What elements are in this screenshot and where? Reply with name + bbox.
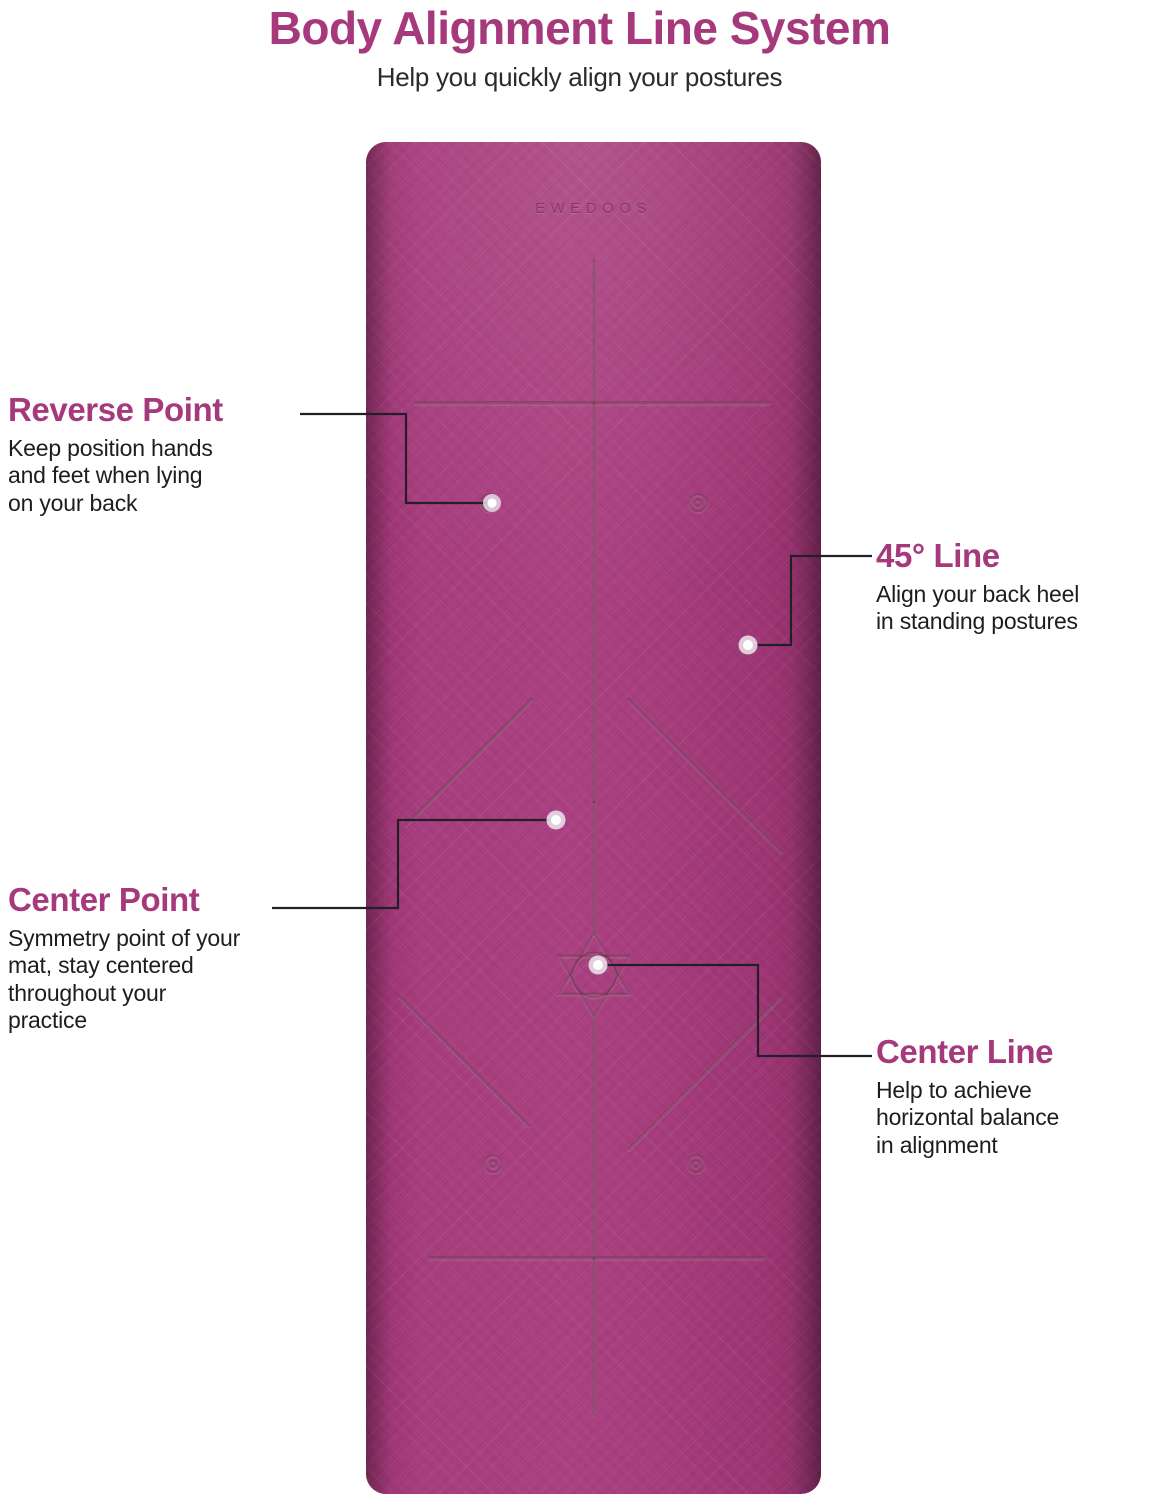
diagonal-lower-right	[627, 995, 783, 1151]
callout-45-line: 45° Line Align your back heel in standin…	[876, 537, 1080, 636]
diagonal-lower-left	[398, 995, 531, 1128]
brand-logo-text: EWEDOOS	[535, 200, 652, 217]
yoga-mat: EWEDOOS	[366, 142, 821, 1494]
mat-surface: EWEDOOS	[366, 142, 821, 1494]
reverse-point-circle-right	[688, 493, 708, 513]
diagonal-upper-left	[404, 698, 533, 827]
reverse-point-circle-left	[480, 493, 500, 513]
bottom-point-circles	[483, 1154, 706, 1174]
callout-center-point: Center Point Symmetry point of your mat,…	[8, 881, 241, 1034]
page-subtitle: Help you quickly align your postures	[376, 62, 783, 92]
callout-title-45-line: 45° Line	[876, 537, 1000, 574]
center-point-hexagram	[556, 930, 632, 1020]
callout-center-line: Center Line Help to achieve horizontal b…	[876, 1033, 1060, 1159]
bottom-circle-right	[686, 1154, 706, 1174]
callout-description-45-line: Align your back heel in standing posture…	[876, 581, 1080, 635]
callout-description-center-line: Help to achieve horizontal balance in al…	[876, 1077, 1060, 1158]
callout-reverse-point: Reverse Point Keep position hands and fe…	[8, 391, 223, 517]
callout-title-reverse-point: Reverse Point	[8, 391, 223, 428]
mat-alignment-markings	[398, 259, 783, 1418]
callout-title-center-line: Center Line	[876, 1033, 1054, 1070]
callout-description-center-point: Symmetry point of your mat, stay centere…	[8, 925, 241, 1033]
bottom-circle-left	[483, 1154, 503, 1174]
page-title: Body Alignment Line System	[268, 2, 891, 54]
callout-title-center-point: Center Point	[8, 881, 200, 918]
diagonal-upper-right	[627, 698, 783, 854]
callout-description-reverse-point: Keep position hands and feet when lying …	[8, 435, 213, 516]
